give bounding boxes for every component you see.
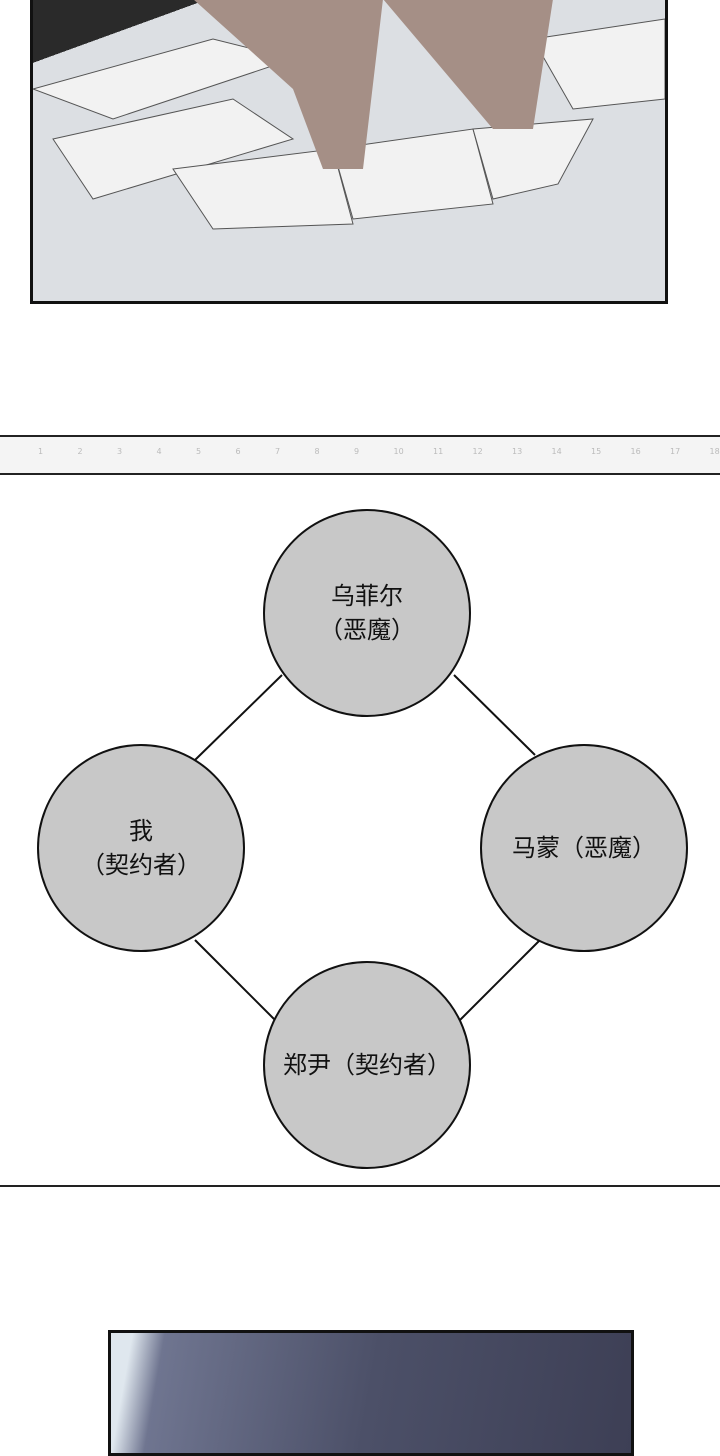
ruler-tick: 14 [551,447,562,456]
node-label: 马蒙（恶魔） [512,834,656,862]
panel-divider [0,1185,720,1187]
ruler-tick: 3 [117,447,123,456]
ruler-tick: 6 [235,447,241,456]
node-label: 我 [129,817,153,845]
connector-right-bottom [459,939,541,1021]
comic-panel-hair [108,1330,634,1456]
ruler-tick: 7 [275,447,281,456]
ruler-tick: 17 [670,447,681,456]
connector-top-right [453,674,536,756]
ruler-tick: 11 [433,447,444,456]
node-zhengyin: 郑尹（契约者） [263,961,471,1169]
ruler-tick: 8 [314,447,320,456]
connector-left-bottom [194,939,276,1021]
ruler-tick: 5 [196,447,202,456]
ruler-tick: 9 [354,447,360,456]
node-label: 乌菲尔 [331,582,403,610]
ruler-tick: 12 [472,447,483,456]
ruler-tick: 13 [512,447,523,456]
ruler-tick: 18 [709,447,720,456]
connector-top-left [194,674,283,761]
node-me: 我 （契约者） [37,744,245,952]
node-sublabel: （恶魔） [319,616,415,644]
ruler-tick: 4 [156,447,162,456]
node-wufeier: 乌菲尔 （恶魔） [263,509,471,717]
ruler-tick: 10 [393,447,404,456]
keyboard-hands-illustration [33,0,665,230]
ruler-tick: 16 [630,447,641,456]
ruler-tick: 2 [77,447,83,456]
ruler-tick: 15 [591,447,602,456]
node-label: 郑尹（契约者） [283,1051,451,1079]
node-mamon: 马蒙（恶魔） [480,744,688,952]
node-sublabel: （契约者） [81,851,201,879]
comic-panel-keyboard [30,0,668,304]
ruler-tick: 1 [38,447,44,456]
